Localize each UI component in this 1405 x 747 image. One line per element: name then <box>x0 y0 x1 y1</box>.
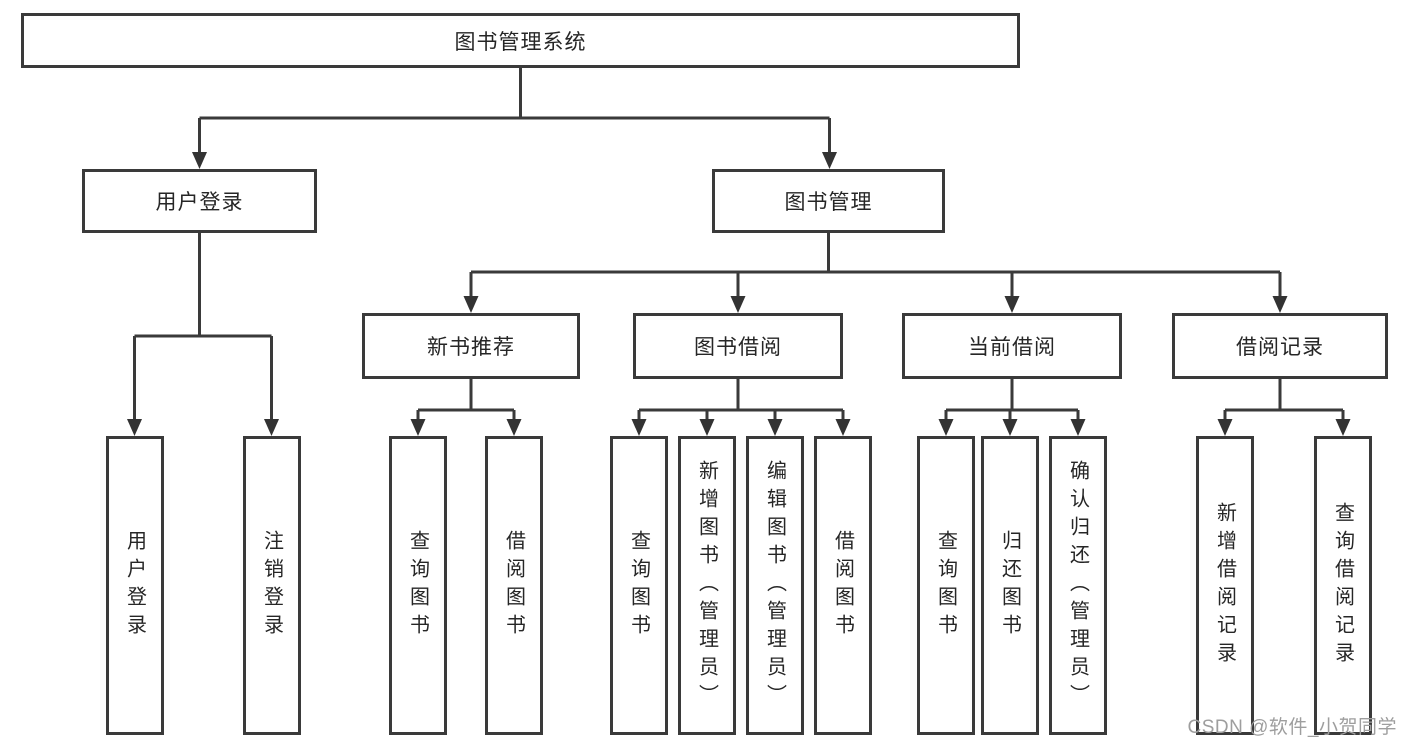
leaf-nb-query-books: 查询图书 <box>389 436 447 735</box>
branch-book-management <box>463 233 1288 313</box>
branch-root <box>192 68 837 169</box>
node-borrow-records: 借阅记录 <box>1172 313 1388 379</box>
node-new-book-recommend: 新书推荐 <box>362 313 580 379</box>
node-book-management: 图书管理 <box>712 169 945 233</box>
node-root: 图书管理系统 <box>21 13 1020 68</box>
branch-current-borrow <box>938 379 1086 436</box>
leaf-bb-borrow-books: 借阅图书 <box>814 436 872 735</box>
node-user-login: 用户登录 <box>82 169 317 233</box>
leaf-br-add-record: 新增借阅记录 <box>1196 436 1254 735</box>
leaf-nb-borrow-books: 借阅图书 <box>485 436 543 735</box>
leaf-logout: 注销登录 <box>243 436 301 735</box>
leaf-bb-edit-books: 编辑图书（管理员） <box>746 436 804 735</box>
branch-user-login <box>127 233 279 436</box>
leaf-bb-add-books: 新增图书（管理员） <box>678 436 736 735</box>
leaf-br-query-record: 查询借阅记录 <box>1314 436 1372 735</box>
branch-borrow-records <box>1217 379 1351 436</box>
watermark: CSDN @软件_小贺同学 <box>1187 717 1397 738</box>
node-book-borrow: 图书借阅 <box>633 313 843 379</box>
node-current-borrow: 当前借阅 <box>902 313 1122 379</box>
branch-book-borrow <box>631 379 851 436</box>
leaf-cb-query-books: 查询图书 <box>917 436 975 735</box>
leaf-bb-query-books: 查询图书 <box>610 436 668 735</box>
leaf-cb-return-books: 归还图书 <box>981 436 1039 735</box>
leaf-user-login: 用户登录 <box>106 436 164 735</box>
branch-new-book-recommend <box>410 379 522 436</box>
leaf-cb-confirm-return: 确认归还（管理员） <box>1049 436 1107 735</box>
